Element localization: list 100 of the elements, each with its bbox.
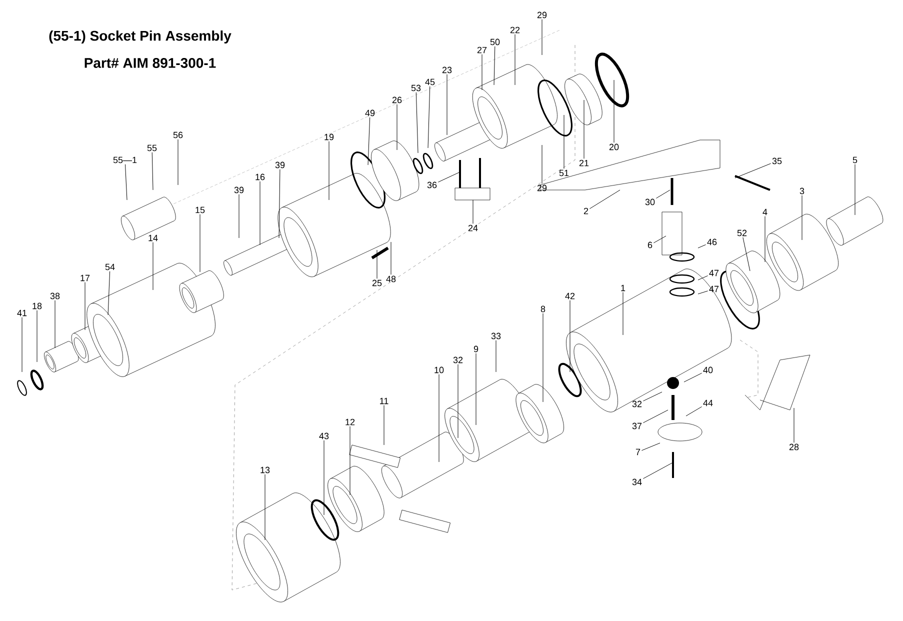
callout-number: 6 xyxy=(648,242,652,248)
callout-number: 39 xyxy=(234,186,244,194)
part-number-label: Part# AIM 891-300-1 xyxy=(84,58,216,68)
callout-number: 21 xyxy=(579,160,589,166)
callout-number: 47 xyxy=(709,286,719,292)
callout-number: 18 xyxy=(32,302,42,310)
leader-line xyxy=(686,406,702,416)
leader-line xyxy=(238,194,240,238)
leader-line xyxy=(698,244,706,248)
callout-number: 32 xyxy=(453,356,463,364)
leader-line xyxy=(764,216,766,262)
callout-number: 50 xyxy=(490,38,500,46)
leader-line xyxy=(698,290,708,294)
callout-number: 43 xyxy=(319,432,329,440)
callout-number: 53 xyxy=(411,84,421,92)
callout-number: 20 xyxy=(609,144,619,150)
leader-line xyxy=(396,104,398,150)
callout-number: 26 xyxy=(392,96,402,104)
callout-number: 34 xyxy=(632,478,642,486)
leader-line xyxy=(438,172,460,182)
leader-line xyxy=(264,474,266,540)
callout-number: 36 xyxy=(427,182,437,188)
callout-number: 51 xyxy=(559,170,569,176)
callout-number: 32 xyxy=(632,400,642,408)
leader-line xyxy=(854,164,856,216)
leader-line xyxy=(428,86,430,148)
leader-line xyxy=(494,46,496,86)
callout-number: 37 xyxy=(632,422,642,430)
callout-number: 49 xyxy=(365,110,375,116)
callout-number: 25 xyxy=(372,280,382,286)
callout-number: 1 xyxy=(621,284,626,292)
leader-line xyxy=(642,410,668,424)
callout-number: 48 xyxy=(386,276,396,282)
callout-number: 54 xyxy=(105,264,115,270)
callout-number: 4 xyxy=(762,208,768,216)
leader-line xyxy=(152,152,154,190)
leader-line xyxy=(641,442,660,451)
callout-number: 41 xyxy=(17,310,27,316)
callout-number: 15 xyxy=(196,206,205,214)
leader-line xyxy=(54,300,56,348)
callout-number: 23 xyxy=(442,66,452,74)
callout-number: 17 xyxy=(80,274,90,282)
leader-line xyxy=(124,164,128,200)
callout-number: 11 xyxy=(380,398,388,404)
leader-line xyxy=(514,34,516,86)
title: (55-1) Socket Pin Assembly xyxy=(49,30,232,44)
leader-line xyxy=(472,200,474,224)
callout-number: 52 xyxy=(737,230,747,236)
callout-number: 56 xyxy=(173,132,183,138)
callout-number: 29 xyxy=(537,12,547,18)
callout-number: 19 xyxy=(324,134,334,140)
leader-line xyxy=(622,292,624,336)
callout-number: 24 xyxy=(468,224,478,232)
callout-number: 55—1 xyxy=(113,156,137,164)
leader-line xyxy=(642,462,672,479)
callout-number: 55 xyxy=(147,144,157,152)
leader-line xyxy=(390,242,392,275)
leader-line xyxy=(438,374,440,462)
callout-number: 33 xyxy=(491,332,501,340)
leader-line xyxy=(328,141,330,200)
callout-number: 40 xyxy=(703,366,713,374)
leader-line xyxy=(653,236,666,244)
callout-number: 38 xyxy=(50,292,60,300)
callout-number: 10 xyxy=(434,366,444,374)
callout-number: 35 xyxy=(772,158,782,164)
callout-number: 5 xyxy=(852,156,858,164)
leader-line xyxy=(542,313,544,402)
leader-line xyxy=(368,117,370,166)
callout-number: 16 xyxy=(256,174,265,180)
leader-line xyxy=(698,275,708,280)
callout-number: 47 xyxy=(709,270,719,276)
callout-number: 22 xyxy=(510,26,520,34)
leader-line xyxy=(108,271,110,316)
callout-number: 28 xyxy=(789,444,799,450)
callout-number: 14 xyxy=(148,234,158,242)
callout-number: 2 xyxy=(584,208,588,214)
callout-number: 7 xyxy=(636,448,640,456)
callout-number: 13 xyxy=(260,466,270,474)
leader-line xyxy=(656,190,670,199)
leader-line xyxy=(734,163,772,178)
callout-number: 9 xyxy=(474,346,478,352)
callout-number: 42 xyxy=(565,292,575,300)
leader-line xyxy=(446,74,448,136)
callout-number: 3 xyxy=(800,188,804,194)
callout-number: 8 xyxy=(540,306,546,312)
leader-line xyxy=(84,282,86,330)
leader-line xyxy=(376,250,378,279)
leader-line xyxy=(36,310,38,362)
callout-number: 39 xyxy=(275,162,285,168)
callout-number: 29 xyxy=(537,184,547,192)
callout-number: 12 xyxy=(346,418,355,426)
leader-line xyxy=(152,242,154,290)
leader-line xyxy=(684,372,702,382)
leader-line xyxy=(742,237,750,272)
leader-line xyxy=(416,92,418,154)
leader-line xyxy=(589,190,620,209)
leader-line xyxy=(278,169,280,238)
leader-line xyxy=(642,392,662,402)
callout-number: 46 xyxy=(707,238,717,246)
callout-number: 45 xyxy=(425,78,435,86)
